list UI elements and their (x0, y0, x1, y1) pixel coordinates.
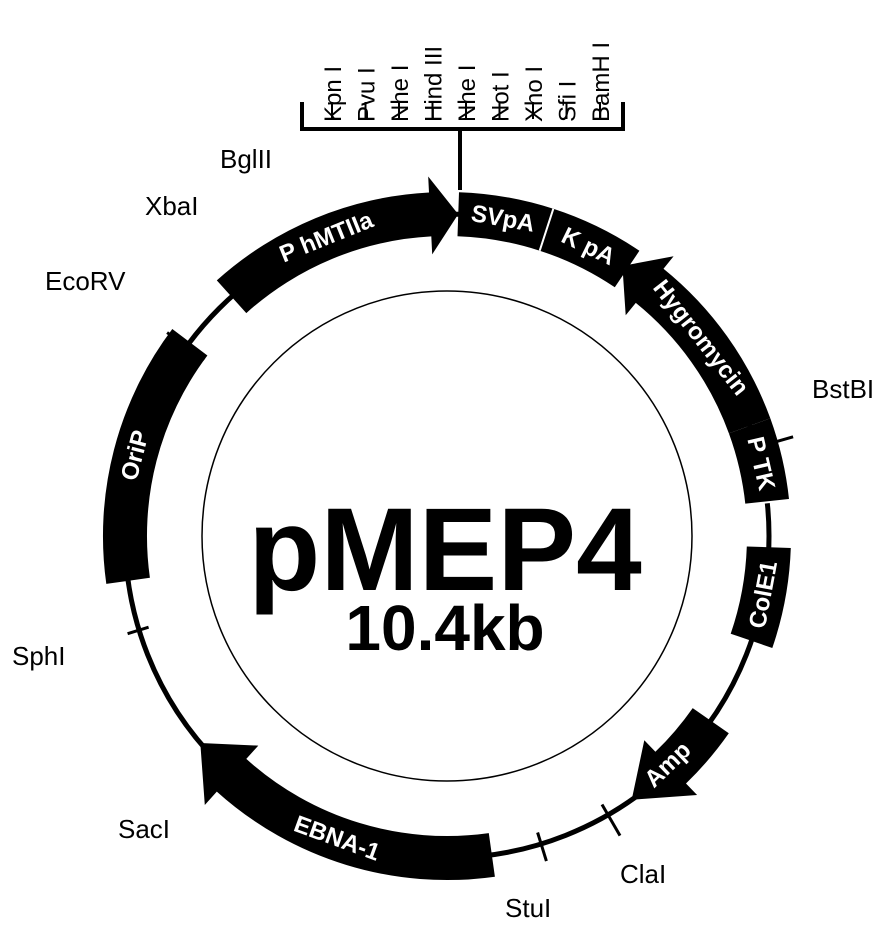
svpa-segment (457, 192, 554, 251)
cole1-segment (730, 546, 791, 648)
plasmid-name: pMEP4 (248, 484, 641, 616)
saci-label: SacI (118, 814, 170, 844)
segment-separator (743, 498, 792, 506)
ecorv-site-tick (166, 331, 206, 361)
clai-site-tick (600, 803, 622, 837)
plasmid-size: 10.4kb (345, 592, 544, 664)
bstbi-label: BstBI (812, 374, 874, 404)
mcs-site-label: Not I (488, 71, 515, 122)
saci-site-tick (212, 763, 236, 788)
ptk-segment (728, 418, 790, 505)
mcs-site-label: Pvu I (354, 67, 381, 122)
mcs-site-label: Nhe I (387, 65, 414, 122)
mcs-site-label: Hind III (421, 46, 448, 122)
mcs-ticks (331, 102, 601, 119)
bglii-label: BglII (220, 144, 272, 174)
mcs-bracket (300, 102, 625, 131)
p-hmtiia-promoter-arrow (216, 176, 459, 314)
orip-segment (102, 329, 208, 584)
ecorv-label: EcoRV (45, 266, 126, 296)
inner-circle (201, 290, 693, 782)
sphi-site-tick (127, 625, 150, 636)
hygromycin-label: Hygromycin (647, 275, 754, 401)
stui-label: StuI (505, 893, 551, 923)
stui-site-tick (536, 832, 548, 862)
bglii-site-tick (231, 270, 249, 290)
mcs-site-label: Kpn I (320, 66, 347, 122)
sphi-label: SphI (12, 641, 66, 671)
clai-label: ClaI (620, 859, 666, 889)
hygromycin-arrow (622, 256, 771, 434)
mcs-site-label: Sfi I (555, 81, 582, 122)
xbai-label: XbaI (145, 191, 199, 221)
amp-arrow (631, 708, 729, 800)
mcs-site-label: BamH I (588, 42, 615, 122)
kpa-segment (539, 208, 640, 288)
ebna1-arrow (200, 743, 495, 881)
mcs-site-label: Nhe I (454, 65, 481, 122)
mcs-site-label: Xho I (521, 66, 548, 122)
segment-separator (538, 208, 555, 252)
bstbi-site-tick (769, 435, 794, 445)
